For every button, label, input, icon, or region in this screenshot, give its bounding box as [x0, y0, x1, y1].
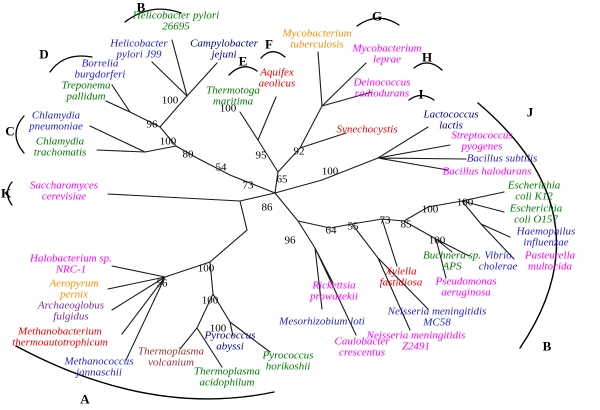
clade-letter: G — [371, 8, 383, 24]
clade-arc-A — [15, 345, 275, 400]
bootstrap-value: 100 — [321, 165, 339, 178]
taxon-label: Aeropyrum pernix — [49, 277, 99, 301]
bootstrap-value: 100 — [201, 294, 219, 307]
taxon-label: Thermotoga maritima — [206, 84, 260, 108]
taxon-label: Mycobacterium tuberculosis — [282, 27, 352, 51]
clade-arc-right-J-B — [477, 102, 558, 349]
taxon-label: Xylella fastidiosa — [379, 265, 423, 289]
clade-arc-I — [408, 94, 435, 101]
taxon-label: Treponema pallidum — [61, 79, 111, 103]
taxon-label: Buchnera sp. APS — [422, 249, 482, 273]
bootstrap-value: 100 — [428, 234, 446, 247]
taxon-label: Escherichia coli O157 — [509, 202, 563, 226]
taxon-label: Chlamydia pneumoniae — [29, 109, 83, 133]
bootstrap-value: 73 — [379, 214, 391, 227]
clade-letter: K — [0, 185, 12, 201]
taxon-label: Thermoplasma volcanium — [137, 345, 204, 369]
bootstrap-value: 100 — [219, 102, 237, 115]
bootstrap-value: 65 — [276, 173, 288, 186]
bootstrap-value: 96 — [284, 234, 296, 247]
taxon-label: Campylobacter jejuni — [190, 37, 258, 61]
bootstrap-value: 54 — [215, 161, 227, 174]
taxon-label: Pasteurella multocida — [524, 249, 576, 273]
taxon-label: Synechocystis — [336, 123, 398, 136]
taxon-label: Vibrio cholerae — [478, 249, 518, 273]
bootstrap-value: 100 — [159, 135, 177, 148]
taxon-label: Borrelia burgdorferi — [74, 57, 126, 81]
clade-arc-K — [6, 181, 13, 206]
taxon-label: Thermoplasma acidophilum — [193, 365, 260, 389]
clade-arc-E — [228, 66, 258, 76]
taxon-label: Escherichia coli K12 — [507, 179, 561, 203]
clade-letter: H — [421, 49, 433, 65]
bootstrap-value: 80 — [182, 148, 194, 161]
taxon-label: Streptococcus pyogenes — [451, 129, 513, 153]
bootstrap-value: 100 — [456, 196, 474, 209]
bootstrap-value: 95 — [255, 149, 267, 162]
clade-arc-B-top — [124, 8, 182, 23]
bootstrap-value: 96 — [146, 118, 158, 131]
taxon-label: Halobacterium sp. NRC-1 — [30, 252, 112, 276]
taxon-label: Pseudomonas aeruginosa — [435, 275, 497, 299]
taxon-label: Methanobacterium thermoautotrophicum — [12, 325, 108, 349]
taxon-label: Aquifex aeolicus — [258, 66, 296, 90]
clade-letter: B — [136, 0, 146, 15]
clade-letter: I — [418, 86, 424, 102]
taxon-label: Helicobacter pylori 26695 — [132, 9, 220, 33]
taxon-label: Bacillus halodurans — [442, 165, 532, 178]
bootstrap-value: 73 — [242, 179, 254, 192]
taxon-label: Bacillus subtilis — [466, 152, 538, 165]
bootstrap-value: 100 — [421, 203, 439, 216]
taxon-label: Pyrococcus abyssi — [204, 329, 256, 353]
taxon-label: Mycobacterium leprae — [352, 42, 422, 66]
clade-arc-G — [356, 17, 400, 27]
taxon-label: Archaeoglobus fulgidus — [37, 299, 105, 323]
clade-arc-D — [49, 55, 93, 73]
taxon-label: Pyrococcus horikoshii — [262, 349, 314, 373]
clade-letter: E — [238, 53, 248, 69]
taxon-label: Neisseria meningitidis MC58 — [387, 305, 487, 329]
taxon-label: Deinococcus radiodurans — [353, 76, 411, 100]
taxon-label: Neisseria meningitidis Z2491 — [366, 329, 466, 353]
taxon-label: Mesorhizobium loti — [279, 315, 365, 328]
taxon-label: Methanococcus jannaschii — [64, 355, 134, 379]
bootstrap-value: 100 — [161, 94, 179, 107]
clade-arc-F — [260, 51, 286, 59]
taxon-label: Saccharomyces cerevisiae — [29, 179, 98, 203]
bootstrap-value: 55 — [347, 220, 359, 233]
bootstrap-value: 100 — [197, 262, 215, 275]
taxon-label: Chlamydia trachomatis — [33, 135, 87, 159]
tree-branches — [89, 39, 515, 368]
clade-letter: A — [80, 391, 90, 407]
clade-letter: J — [526, 104, 534, 120]
taxon-label: Helicobacter pylori J99 — [110, 37, 168, 61]
bootstrap-value: 86 — [261, 201, 273, 214]
taxon-label: Caulobacter crescentus — [334, 335, 390, 359]
clade-letter: F — [265, 36, 273, 52]
clade-letter: B — [542, 338, 552, 354]
bootstrap-value: 92 — [293, 145, 305, 158]
taxon-label: Haemophilus influenzae — [516, 225, 576, 249]
bootstrap-value: 85 — [400, 218, 412, 231]
clade-arc-C — [15, 115, 25, 154]
bootstrap-value: 56 — [156, 277, 168, 290]
taxon-label: Lactococcus lactis — [423, 108, 479, 132]
clade-letter: C — [5, 123, 15, 139]
bootstrap-value: 64 — [325, 224, 337, 237]
clade-arc-H — [413, 62, 443, 71]
clade-letter: D — [39, 46, 49, 62]
taxon-label: Rickettsia prowazekii — [310, 279, 358, 303]
bootstrap-value: 100 — [209, 322, 227, 335]
